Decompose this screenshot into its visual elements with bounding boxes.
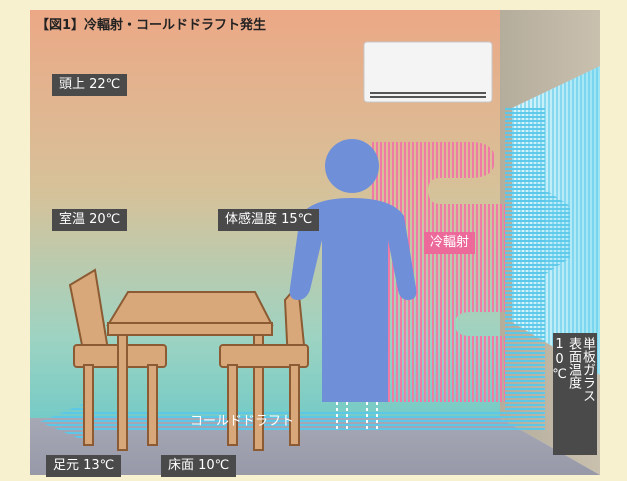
head-temp-label: 頭上 22℃ xyxy=(52,74,128,96)
floor-temp-label: 床面 10℃ xyxy=(161,455,237,477)
feet-temp-label: 足元 13℃ xyxy=(46,455,122,477)
cold-radiation-wave xyxy=(372,142,505,402)
dining-set xyxy=(68,268,309,451)
figure-title: 【図1】冷輻射・コールドドラフト発生 xyxy=(36,18,267,33)
room-temp-label: 室温 20℃ xyxy=(52,209,128,231)
draft-label: コールドドラフト xyxy=(189,414,294,429)
radiation-label: 冷輻射 xyxy=(424,232,476,254)
glass-label-line2: 表面温度 xyxy=(566,337,581,389)
air-conditioner xyxy=(363,41,493,103)
glass-label-line1: 単板ガラス xyxy=(580,337,595,402)
glass-temp-label: 単板ガラス 表面温度 10℃ xyxy=(552,333,597,455)
feet-cold-lines xyxy=(336,402,378,430)
person-figure xyxy=(289,139,417,402)
glass-label-line3: 10℃ xyxy=(552,337,567,382)
sensed-temp-label: 体感温度 15℃ xyxy=(218,209,320,231)
